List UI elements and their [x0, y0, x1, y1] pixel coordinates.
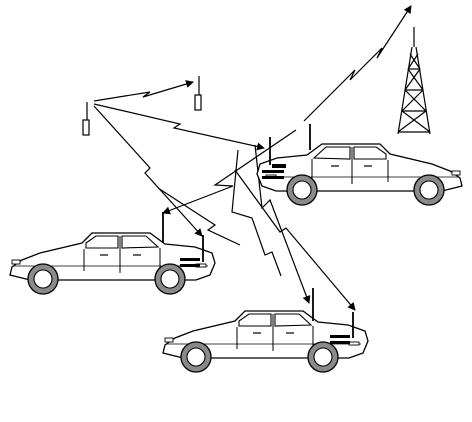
radio-tower — [398, 27, 430, 134]
link-handheld-to-car-right — [94, 104, 264, 148]
link-handheld-to-handheld — [94, 82, 193, 101]
link-handheld-to-car-left — [94, 106, 202, 236]
portable-radio-icon — [195, 76, 201, 110]
portable-radio-icon — [83, 102, 89, 135]
link-zigzag-left — [158, 188, 240, 245]
link-car-to-tower — [304, 6, 411, 121]
car-with-antenna-bottom — [163, 288, 368, 372]
car-with-antenna-left — [10, 212, 215, 294]
